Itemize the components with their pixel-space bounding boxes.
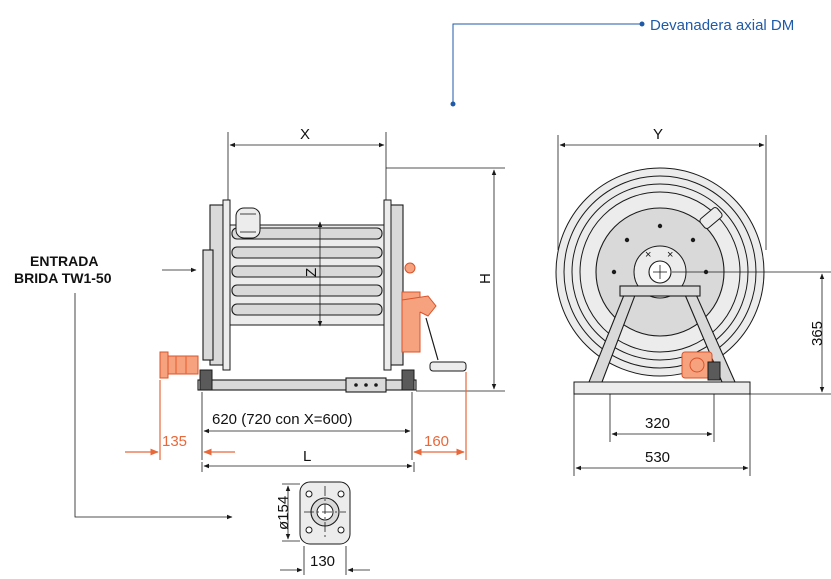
front-base	[573, 381, 751, 395]
d530-dim-label: 530	[645, 449, 670, 466]
flange-hole-2	[337, 490, 345, 498]
front-view: Y × × × ×	[555, 126, 831, 476]
flange-hole-1	[305, 490, 313, 498]
h365-dim-label: 365	[809, 321, 826, 346]
base-dim-label: 620 (720 con X=600)	[212, 411, 353, 428]
hose-guide	[699, 207, 723, 229]
bolt-1	[354, 383, 358, 387]
side-view: X Z	[125, 126, 505, 472]
y-dim-label: Y	[653, 126, 663, 143]
flange-hole-4	[337, 526, 345, 534]
hose-wrap-4	[231, 284, 383, 297]
callout-label: Devanadera axial DM	[650, 17, 794, 34]
flange-detail: ø154 130	[275, 481, 370, 575]
crank-grip	[429, 361, 467, 372]
crank-knob-top	[404, 262, 416, 274]
disc-bolt-2	[690, 237, 696, 243]
hub-mark-2: ×	[667, 249, 673, 261]
base-foot-right	[401, 369, 415, 391]
callout-dot-end	[639, 21, 645, 27]
flange-detail-leader	[74, 293, 233, 520]
inlet-label-line1: ENTRADA	[30, 253, 98, 269]
h-dim-label: H	[477, 273, 494, 284]
inlet-flange-plate	[159, 351, 169, 379]
disc-bolt-7	[624, 237, 630, 243]
callout-dot-start	[450, 101, 456, 107]
w-dim-label: 130	[310, 553, 335, 570]
hose-wrap-2	[231, 246, 383, 259]
left-flange-inner	[222, 199, 231, 371]
gear-box-motor	[707, 361, 721, 381]
base-frame	[197, 379, 417, 391]
gear-box-hub	[689, 357, 705, 373]
right-flange-outer	[389, 204, 404, 366]
l-dim-label: L	[303, 448, 311, 465]
hose-guide-roller	[235, 207, 261, 239]
hub-mark-1: ×	[645, 249, 651, 261]
hose-wrap-5	[231, 303, 383, 316]
hose-wrap-3	[231, 265, 383, 278]
left-dim-label: 135	[162, 433, 187, 450]
inlet-flange	[159, 351, 199, 379]
hose-wrap-1	[231, 227, 383, 240]
crank-handle	[401, 262, 467, 372]
frame-top-bar	[619, 285, 701, 297]
base-foot-left	[199, 369, 213, 391]
callout-leader-line	[452, 23, 640, 104]
d320-dim-label: 320	[645, 415, 670, 432]
bolt-3	[374, 383, 378, 387]
z-dim-label: Z	[303, 268, 320, 277]
dia-dim-label: ø154	[275, 496, 292, 530]
left-bracket	[202, 249, 214, 361]
callout: Devanadera axial DM	[450, 17, 794, 107]
right-flange-inner	[383, 199, 392, 371]
inlet-pipe	[167, 355, 199, 375]
bolt-2	[364, 383, 368, 387]
crank-arm	[425, 317, 439, 361]
disc-bolt-1	[657, 223, 663, 229]
disc-bolt-6	[611, 269, 617, 275]
crank-gear	[401, 295, 437, 317]
x-dim-label: X	[300, 126, 310, 143]
flange-hole-3	[305, 526, 313, 534]
inlet-label-line2: BRIDA TW1-50	[14, 270, 112, 286]
right-dim-label: 160	[424, 433, 449, 450]
